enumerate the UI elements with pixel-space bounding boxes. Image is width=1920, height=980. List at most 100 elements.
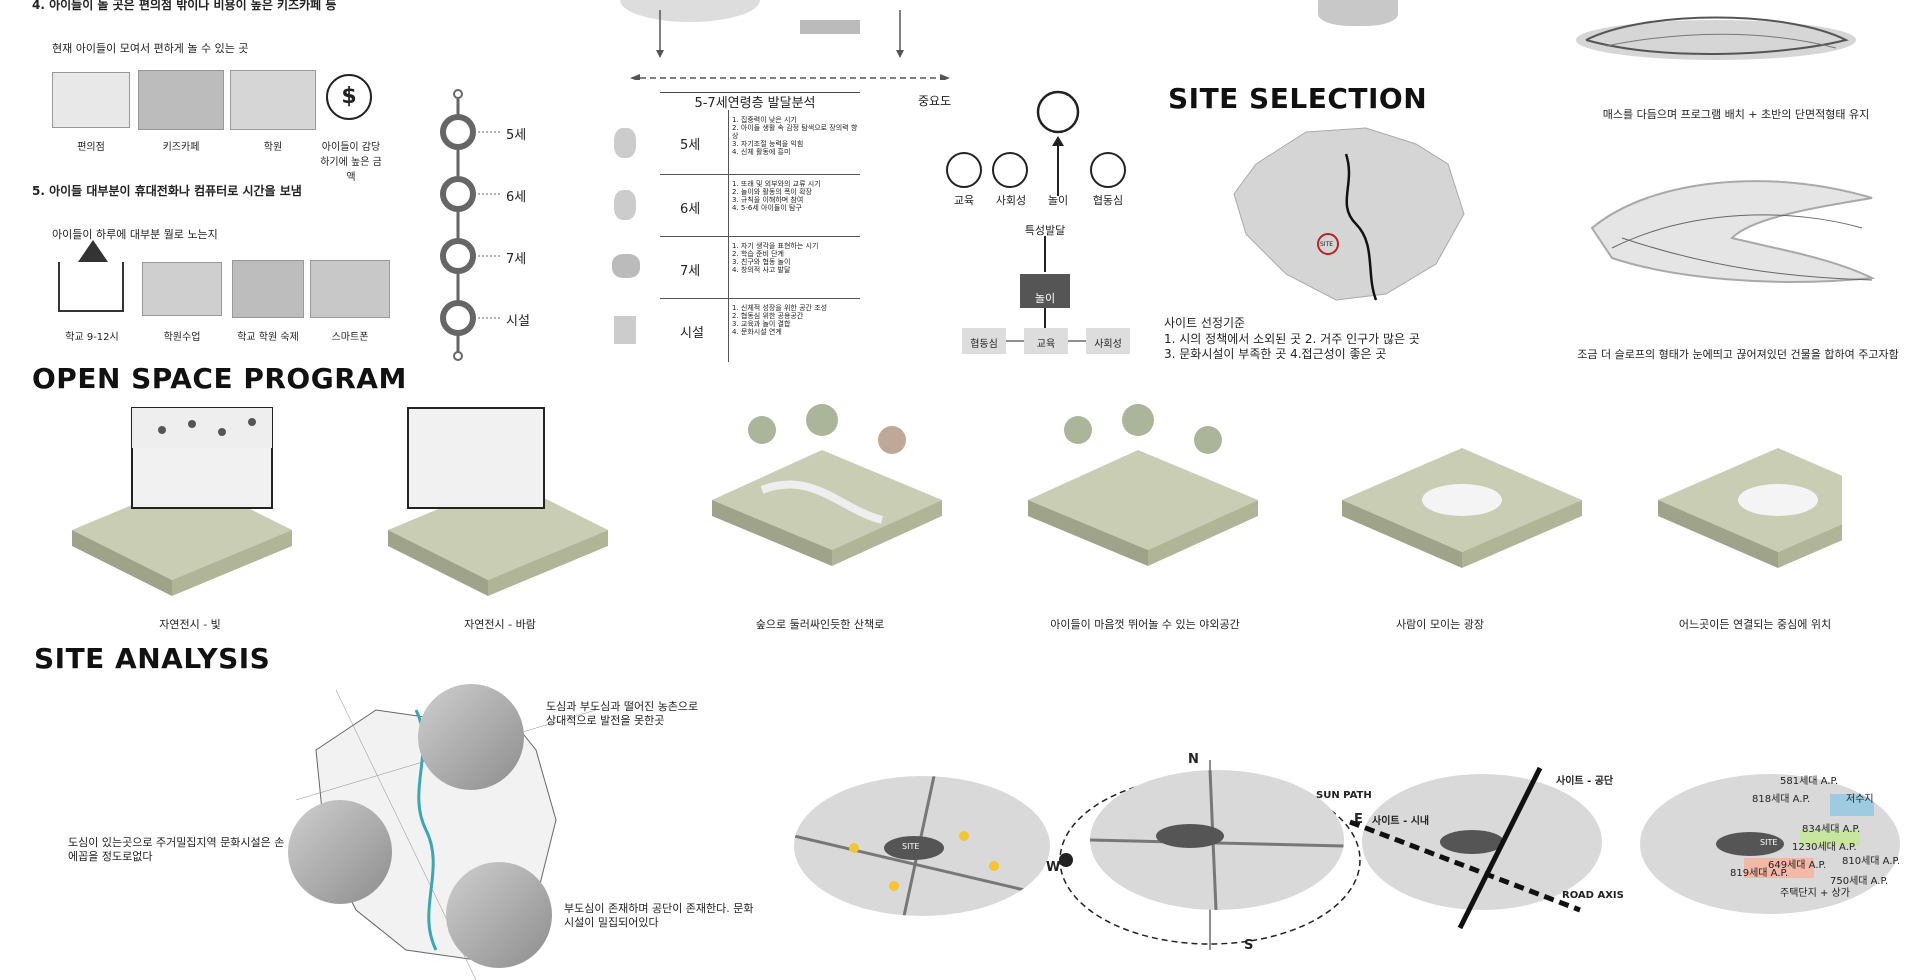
photo-downtown [288,800,392,904]
compass-n: N [1188,752,1199,767]
sketch-caption: 조금 더 슬로프의 형태가 눈에띄고 끊어져있던 건물을 합하여 주고자함 [1577,348,1899,361]
photo-industrial [446,862,552,968]
icon-label: 학교 9-12시 [65,332,119,343]
class-icon [142,262,222,316]
open-space-caption: 자연전시 - 바람 [464,618,536,631]
special-dev-label: 특성발달 [1024,224,1066,237]
icon-label: 학교 학원 숙제 [237,332,299,343]
compass-w: W [1046,860,1061,875]
child-7-icon [612,254,640,278]
bottom-label: 협동심 [970,339,998,350]
bottom-label: 사회성 [1094,339,1122,350]
map4-label: 818세대 A.P. [1752,794,1811,805]
site-label: SITE [1760,838,1778,847]
timeline-label: 5세 [506,128,527,143]
homework-icon [232,260,304,318]
play-box-label: 놀이 [1034,292,1056,305]
heading-5: 5. 아이들 대부분이 휴대전화나 컴퓨터로 시간을 보냄 [32,184,302,198]
map4-label: 819세대 A.P. [1730,868,1789,879]
open-space-caption: 어느곳이든 연결되는 중심에 위치 [1678,618,1832,631]
kids-cafe-photo [138,70,224,130]
icon-label: 학원 [263,142,283,153]
map4-label: 저수지 [1846,794,1874,805]
row-separator [660,174,860,175]
importance-diagram [946,90,1130,354]
school-icon [58,240,124,312]
facility-icon [614,316,636,344]
map4-label: 1230세대 A.P. [1792,842,1857,853]
criteria-title: 사이트 선정기준 [1164,316,1246,330]
open-space-title: OPEN SPACE PROGRAM [32,362,407,395]
map3-label: 사이트 - 시내 [1372,816,1430,827]
sub-heading-5: 아이들이 하루에 대부분 뭘로 노는지 [52,228,218,241]
criteria-line: 1. 시의 정책에서 소외된 곳 2. 거주 인구가 많은 곳 [1164,332,1420,346]
icon-label: 편의점 [77,142,105,153]
site-analysis-title: SITE ANALYSIS [34,642,271,675]
row-separator [660,236,860,237]
convenience-store-icon [52,72,130,128]
site-selection-map [1233,127,1465,301]
child-5-icon [614,128,636,158]
circle-label: 사회성 [995,194,1027,207]
open-space-caption: 사람이 모이는 광장 [1396,618,1484,631]
sun-path-label: SUN PATH [1316,790,1372,801]
map4-label: 581세대 A.P. [1780,776,1839,787]
compass-s: S [1244,938,1254,953]
site-selection-title: SITE SELECTION [1168,82,1428,115]
row-separator [660,298,860,299]
row-age: 5세 [680,138,701,153]
smartphone-kids-icon [310,260,390,318]
map4-label: 750세대 A.P. [1830,876,1889,887]
criteria-line: 3. 문화시설이 부족한 곳 4.접근성이 좋은 곳 [1164,347,1387,361]
icon-label: 학원수업 [163,332,201,343]
map4-label: 주택단지 + 상가 [1780,888,1850,899]
axis-lines [1349,766,1581,930]
map4-label: 834세대 A.P. [1802,824,1861,835]
timeline-label: 시설 [506,314,530,329]
row-age: 7세 [680,264,701,279]
age-timeline [440,89,502,361]
analysis-note: 도심과 부도심과 떨어진 농촌으로 상대적으로 발전을 못한곳 [546,700,699,727]
photo-rural [418,684,524,790]
compass-e: E [1354,812,1363,827]
row-age: 6세 [680,202,701,217]
site-label: SITE [902,842,920,851]
academy-photo [230,70,316,130]
analysis-map-4 [1640,774,1900,914]
site-marker-label: SITE [1320,241,1334,248]
analysis-map-2 [1090,770,1344,910]
top-arrows-diagram [620,0,950,80]
map4-label: 649세대 A.P. [1768,860,1827,871]
map3-label: 사이트 - 공단 [1556,776,1614,787]
analysis-map-1: SITE [794,776,1050,916]
top-map-fragment [1168,0,1428,66]
map4-label: 810세대 A.P. [1842,856,1901,867]
sketch-1 [1546,0,1920,96]
analysis-note: 도심이 있는곳으로 주거밀집지역 문화시설은 손에꼽을 정도로없다 [68,836,285,863]
timeline-label: 7세 [506,252,527,267]
circle-label: 협동심 [1092,194,1124,207]
sketch-caption: 매스를 다듬으며 프로그램 배치 + 초반의 단면적형태 유지 [1602,108,1870,121]
table-title: 5-7세연령층 발달분석 [694,96,816,111]
table-title-line [660,92,860,93]
sketch-2 [1590,180,1876,283]
sub-heading-4: 현재 아이들이 모여서 편하게 놀 수 있는 곳 [52,42,249,55]
open-space-caption: 자연전시 - 빛 [159,618,221,631]
circle-label: 교육 [953,194,975,207]
open-space-caption: 아이들이 마음껏 뛰어놀 수 있는 야외공간 [1050,618,1240,631]
icon-label: 아이들이 감당하기에 높은 금액 [320,142,382,183]
open-space-caption: 숲으로 둘러싸인듯한 산책로 [755,618,885,631]
icon-label: 키즈카페 [162,142,200,153]
bottom-label: 교육 [1036,339,1056,350]
heading-4: 4. 아이들이 놀 곳은 편의점 밖이나 비용이 높은 키즈카페 등 [32,0,337,12]
row-age: 시설 [680,326,704,341]
circle-label: 놀이 [1047,194,1069,207]
